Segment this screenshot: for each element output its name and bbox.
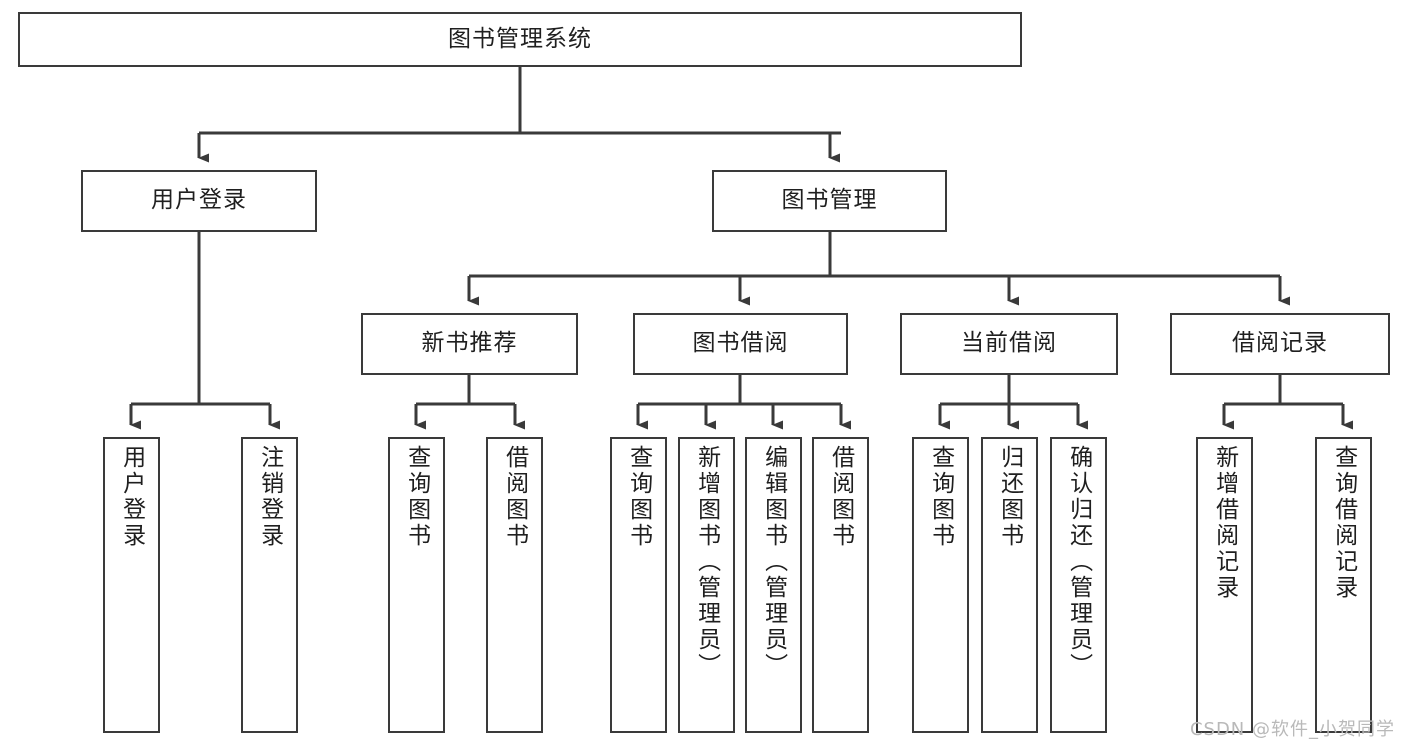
node-label: 注销登录 xyxy=(256,445,283,549)
leaf-newbook-borrow-book[interactable]: 借阅图书 xyxy=(486,437,543,733)
node-label: 借阅记录 xyxy=(1232,330,1328,357)
node-label: 确认归还（管理员） xyxy=(1065,445,1092,679)
leaf-record-add-record[interactable]: 新增借阅记录 xyxy=(1196,437,1253,733)
node-label: 用户登录 xyxy=(151,187,247,214)
node-label: 新增图书（管理员） xyxy=(693,445,720,679)
node-current-borrow[interactable]: 当前借阅 xyxy=(900,313,1118,375)
node-new-book-recommend[interactable]: 新书推荐 xyxy=(361,313,578,375)
node-label: 归还图书 xyxy=(996,445,1023,549)
watermark-text: CSDN @软件_小贺同学 xyxy=(1189,719,1395,740)
node-label: 当前借阅 xyxy=(961,330,1057,357)
node-label: 图书借阅 xyxy=(692,330,789,357)
node-root-system[interactable]: 图书管理系统 xyxy=(18,12,1022,67)
leaf-current-return-book[interactable]: 归还图书 xyxy=(981,437,1038,733)
node-label: 新增借阅记录 xyxy=(1211,445,1238,601)
node-user-login[interactable]: 用户登录 xyxy=(81,170,317,232)
node-label: 用户登录 xyxy=(118,445,145,549)
node-label: 查询图书 xyxy=(403,445,430,549)
leaf-borrow-query-book[interactable]: 查询图书 xyxy=(610,437,667,733)
node-label: 查询图书 xyxy=(927,445,954,549)
leaf-current-query-book[interactable]: 查询图书 xyxy=(912,437,969,733)
node-book-borrow[interactable]: 图书借阅 xyxy=(633,313,848,375)
leaf-borrow-borrow-book[interactable]: 借阅图书 xyxy=(812,437,869,733)
node-label: 图书管理 xyxy=(781,187,878,214)
leaf-newbook-query-book[interactable]: 查询图书 xyxy=(388,437,445,733)
node-label: 图书管理系统 xyxy=(448,25,592,52)
leaf-current-confirm-return-admin[interactable]: 确认归还（管理员） xyxy=(1050,437,1107,733)
node-book-management[interactable]: 图书管理 xyxy=(712,170,947,232)
node-label: 借阅图书 xyxy=(501,445,528,549)
leaf-borrow-edit-book-admin[interactable]: 编辑图书（管理员） xyxy=(745,437,802,733)
leaf-logout-login[interactable]: 注销登录 xyxy=(241,437,298,733)
node-label: 借阅图书 xyxy=(827,445,854,549)
node-borrow-record[interactable]: 借阅记录 xyxy=(1170,313,1390,375)
leaf-user-login[interactable]: 用户登录 xyxy=(103,437,160,733)
node-label: 查询图书 xyxy=(625,445,652,549)
leaf-record-query-record[interactable]: 查询借阅记录 xyxy=(1315,437,1372,733)
leaf-borrow-add-book-admin[interactable]: 新增图书（管理员） xyxy=(678,437,735,733)
node-label: 编辑图书（管理员） xyxy=(760,445,787,679)
node-label: 新书推荐 xyxy=(421,330,518,357)
node-label: 查询借阅记录 xyxy=(1330,445,1357,601)
